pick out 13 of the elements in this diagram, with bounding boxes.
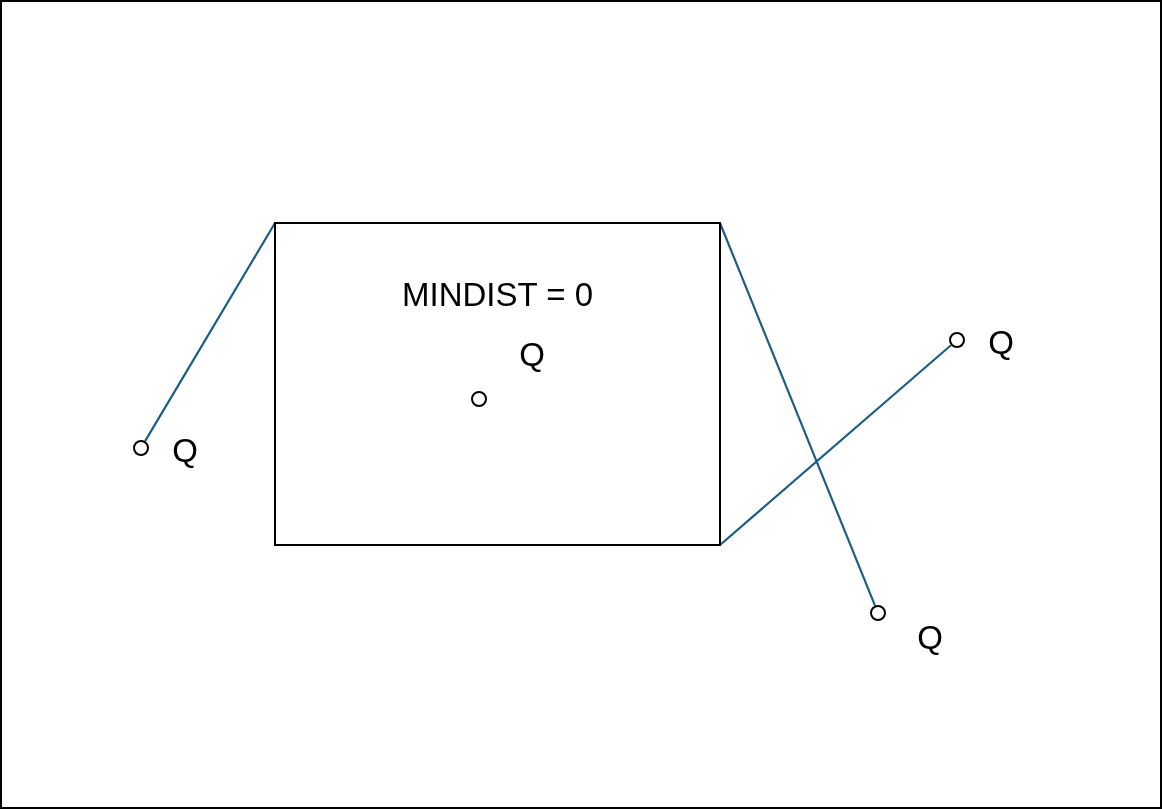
rectangle-region (274, 222, 721, 546)
point-label: Q (519, 337, 545, 371)
query-point (471, 391, 487, 407)
query-point (133, 440, 149, 456)
connector-line (719, 344, 952, 546)
connector-line (719, 222, 876, 606)
point-label: Q (172, 433, 198, 467)
query-point (870, 605, 886, 621)
connector-line (144, 222, 276, 442)
point-label: Q (917, 620, 943, 654)
query-point (949, 332, 965, 348)
point-label: Q (988, 325, 1014, 359)
region-label: MINDIST = 0 (401, 276, 594, 314)
